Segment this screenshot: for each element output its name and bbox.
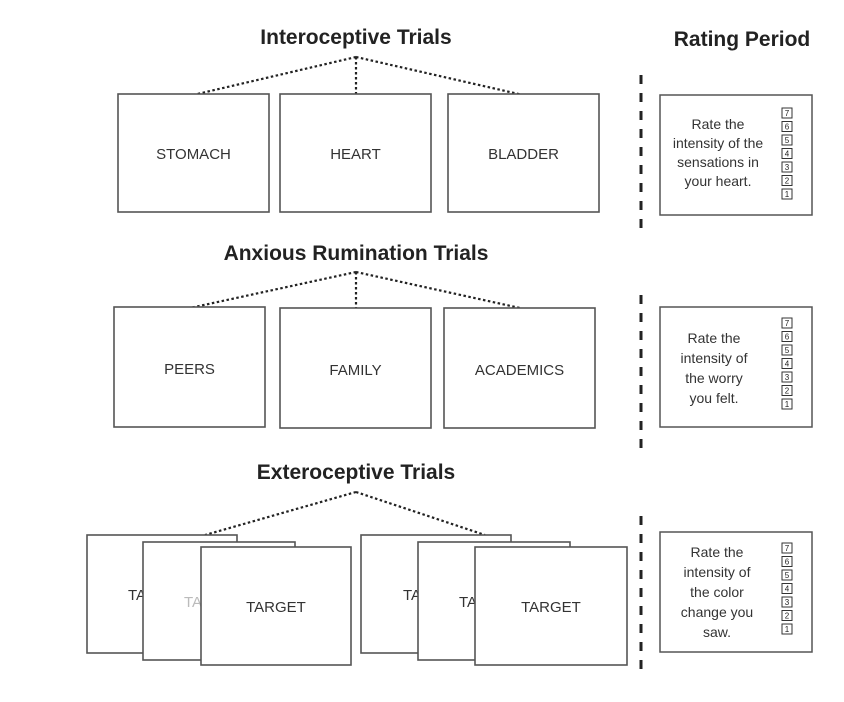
scale-number: 7 xyxy=(785,319,790,328)
exteroceptive-title: Exteroceptive Trials xyxy=(257,461,455,484)
scale-number: 5 xyxy=(785,346,790,355)
scale-box xyxy=(781,161,793,173)
scale-box xyxy=(781,398,793,410)
scale-box xyxy=(781,331,793,342)
scale-number: 2 xyxy=(785,612,790,621)
scale-number: 1 xyxy=(785,400,790,409)
scale-box xyxy=(781,583,793,594)
box-label-target: TARGET xyxy=(521,599,581,616)
interoceptive-box-stomach: STOMACH xyxy=(117,93,270,213)
scale-box xyxy=(781,623,793,635)
rating-scale: 7 6 5 4 3 2 1 xyxy=(781,107,793,200)
interoceptive-box-bladder: BLADDER xyxy=(447,93,600,213)
scale-number: 4 xyxy=(785,150,790,159)
interoceptive-title: Interoceptive Trials xyxy=(260,26,451,49)
scale-number: 2 xyxy=(785,387,790,396)
exteroceptive-connectors xyxy=(204,490,486,537)
interoceptive-connectors xyxy=(192,55,524,97)
scale-box xyxy=(781,556,793,567)
scale-number: 4 xyxy=(785,360,790,369)
scale-box xyxy=(781,371,793,383)
scale-box xyxy=(781,317,793,329)
scale-number: 3 xyxy=(785,373,790,382)
scale-box xyxy=(781,188,793,200)
rating-line: the worry xyxy=(685,370,743,386)
scale-number: 6 xyxy=(785,333,790,342)
scale-box xyxy=(781,610,793,621)
box-label: TA xyxy=(184,594,202,611)
rating-period-header: Rating Period xyxy=(674,28,811,51)
scale-box xyxy=(781,121,793,132)
rumination-box-peers: PEERS xyxy=(113,306,266,428)
box-label: FAMILY xyxy=(329,362,381,379)
rating-line: your heart. xyxy=(685,173,752,189)
rating-card-rumination: Rate the intensity of the worry you felt… xyxy=(659,306,813,428)
rating-scale: 7 6 5 4 3 2 1 xyxy=(781,542,793,635)
scale-box xyxy=(781,542,793,554)
scale-number: 4 xyxy=(785,585,790,594)
rating-card-exteroceptive: Rate the intensity of the color change y… xyxy=(659,531,813,653)
interoceptive-box-heart: HEART xyxy=(279,93,432,213)
rating-line: you felt. xyxy=(689,390,738,406)
rumination-connectors xyxy=(189,270,521,310)
scale-number: 1 xyxy=(785,625,790,634)
rating-scale: 7 6 5 4 3 2 1 xyxy=(781,317,793,410)
rating-line: intensity of xyxy=(684,564,751,580)
rating-line: Rate the xyxy=(691,544,744,560)
scale-number: 3 xyxy=(785,598,790,607)
scale-box xyxy=(781,569,793,581)
scale-box xyxy=(781,134,793,146)
box-label: BLADDER xyxy=(488,146,559,163)
scale-number: 6 xyxy=(785,123,790,132)
scale-number: 6 xyxy=(785,558,790,567)
scale-number: 7 xyxy=(785,109,790,118)
rating-line: saw. xyxy=(703,624,731,640)
rating-line: intensity of the xyxy=(673,135,763,151)
rating-line: sensations in xyxy=(677,154,759,170)
box-label: STOMACH xyxy=(156,146,231,163)
scale-number: 7 xyxy=(785,544,790,553)
rating-line: Rate the xyxy=(692,116,745,132)
scale-number: 5 xyxy=(785,571,790,580)
scale-box xyxy=(781,107,793,119)
anxious-rumination-title: Anxious Rumination Trials xyxy=(224,242,489,265)
scale-box xyxy=(781,596,793,608)
rating-line: the color xyxy=(690,584,744,600)
rating-line: intensity of xyxy=(681,350,748,366)
scale-number: 3 xyxy=(785,163,790,172)
rumination-box-academics: ACADEMICS xyxy=(443,307,596,429)
rating-card-interoceptive: Rate the intensity of the sensations in … xyxy=(659,94,813,216)
scale-box xyxy=(781,358,793,369)
scale-number: 2 xyxy=(785,177,790,186)
box-label: TA xyxy=(403,587,421,604)
scale-number: 1 xyxy=(785,190,790,199)
scale-box xyxy=(781,148,793,159)
rumination-box-family: FAMILY xyxy=(279,307,432,429)
rating-line: Rate the xyxy=(688,330,741,346)
scale-box xyxy=(781,175,793,186)
box-label: TA xyxy=(128,587,146,604)
box-label: ACADEMICS xyxy=(475,362,564,379)
scale-box xyxy=(781,385,793,396)
rating-line: change you xyxy=(681,604,753,620)
scale-box xyxy=(781,344,793,356)
box-label: HEART xyxy=(330,146,381,163)
scale-number: 5 xyxy=(785,136,790,145)
box-label: TA xyxy=(459,594,477,611)
exteroceptive-stack-left: TA TA TARGET xyxy=(86,534,352,666)
exteroceptive-stack-right: TA TA TARGET xyxy=(360,534,628,666)
box-label: PEERS xyxy=(164,361,215,378)
box-label-target: TARGET xyxy=(246,599,306,616)
